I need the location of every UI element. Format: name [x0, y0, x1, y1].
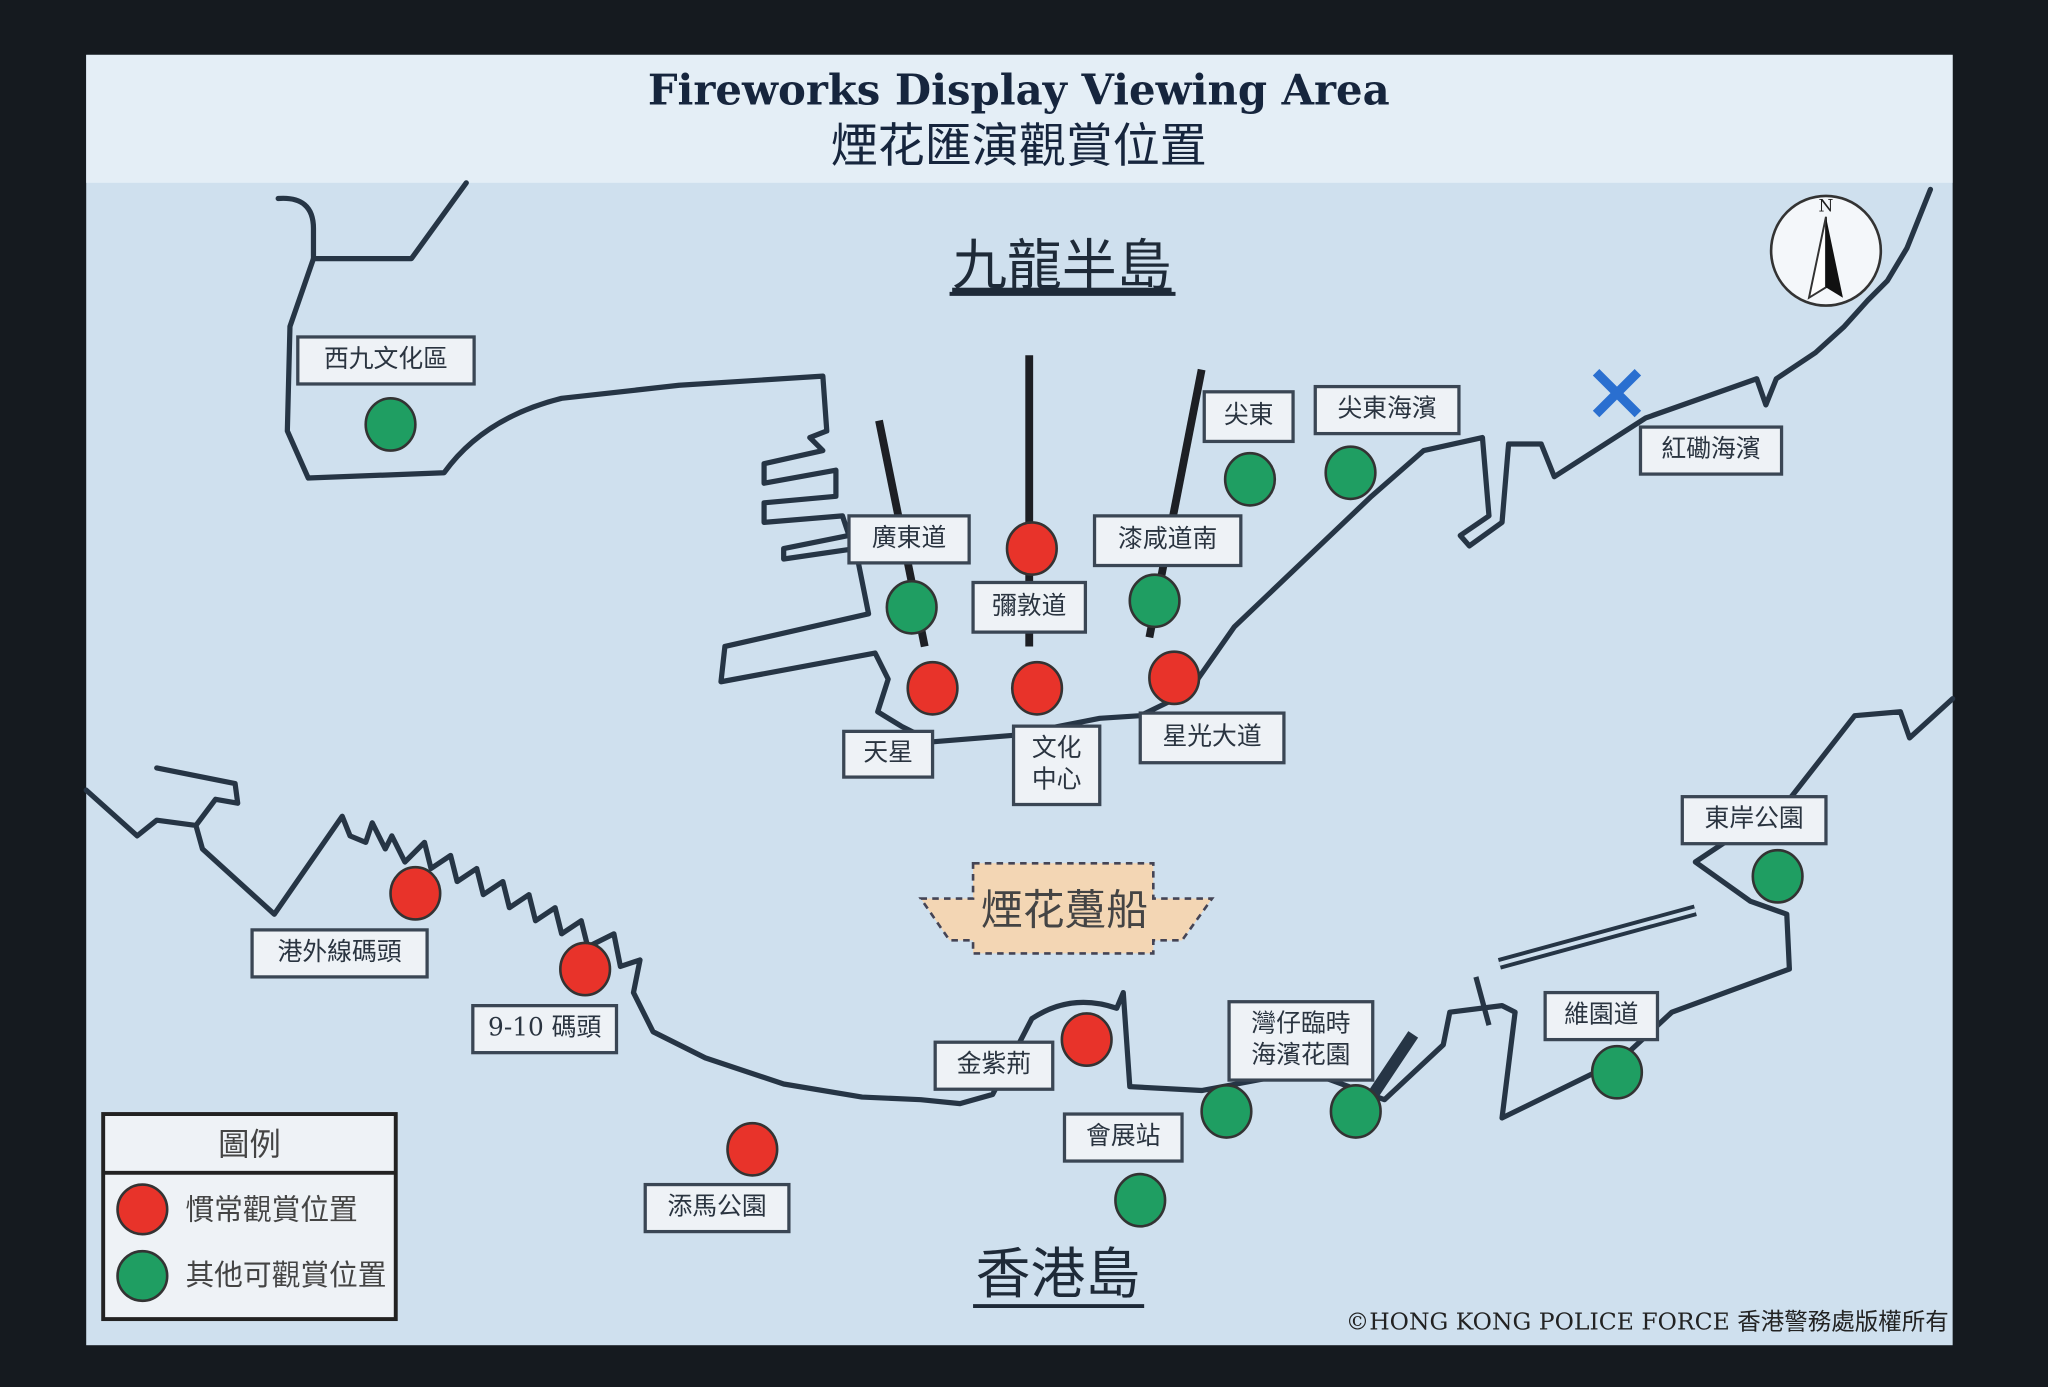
location-name: 會展站	[1086, 1121, 1160, 1150]
label-box	[643, 1182, 791, 1234]
label-box	[1138, 711, 1286, 765]
label-box	[1011, 724, 1102, 807]
other-viewing-marker	[1128, 573, 1181, 629]
title-band	[86, 54, 1953, 183]
location-label: 西九文化區	[296, 335, 476, 386]
label-box	[842, 729, 935, 779]
location-label: 星光大道	[1138, 711, 1286, 765]
other-viewing-marker	[1590, 1044, 1644, 1100]
pier	[1473, 976, 1492, 1026]
customary-viewing-marker	[906, 660, 959, 716]
label-box	[847, 514, 971, 565]
other-viewing-marker	[1200, 1084, 1253, 1139]
other-viewing-marker	[1329, 1084, 1382, 1139]
region-kowloon: 九龍半島	[952, 234, 1171, 298]
customary-viewing-marker	[389, 865, 442, 921]
label-box	[1543, 990, 1660, 1042]
customary-viewing-marker	[726, 1121, 779, 1177]
title-en: Fireworks Display Viewing Area	[648, 65, 1390, 114]
legend-customary-label: 慣常觀賞位置	[185, 1192, 357, 1226]
label-box	[1680, 795, 1828, 846]
hk-island-coastline	[83, 696, 1956, 1121]
label-box	[1227, 1000, 1375, 1082]
location-label: 金紫荊	[933, 1040, 1055, 1091]
location-name: 廣東道	[872, 523, 946, 552]
label-box	[250, 928, 429, 979]
kowloon-coastline-main	[284, 186, 1934, 745]
other-viewing-marker	[1324, 445, 1377, 501]
location-name: 金紫荊	[957, 1049, 1031, 1078]
location-name: 中心	[1032, 765, 1082, 794]
location-name: 尖東	[1224, 400, 1274, 429]
location-name: 維園道	[1564, 1000, 1638, 1029]
kowloon-coastline	[275, 180, 469, 262]
customary-viewing-marker	[1148, 650, 1201, 706]
other-viewing-marker	[364, 397, 417, 452]
customary-viewing-marker	[1060, 1012, 1113, 1068]
other-viewing-marker	[1223, 451, 1277, 507]
location-name: 紅磡海濱	[1661, 434, 1760, 463]
label-box	[933, 1040, 1055, 1091]
location-name: 西九文化區	[324, 344, 448, 373]
fireworks-barge: 煙花躉船	[918, 861, 1215, 955]
location-name: 9-10 碼頭	[488, 1013, 601, 1042]
location-name: 東岸公園	[1705, 804, 1804, 833]
location-label: 會展站	[1062, 1112, 1184, 1163]
location-label: 彌敦道	[971, 580, 1088, 634]
x-mark-icon	[1592, 368, 1642, 418]
location-label: 尖東	[1202, 390, 1295, 444]
title-zh: 煙花匯演觀賞位置	[831, 119, 1207, 174]
legend-red-marker	[116, 1183, 169, 1236]
pier	[1366, 1031, 1419, 1101]
other-viewing-marker	[1751, 848, 1804, 904]
location-label: 尖東海濱	[1313, 384, 1461, 436]
legend-title: 圖例	[218, 1127, 281, 1163]
label-box	[1202, 390, 1295, 444]
label-box	[296, 335, 476, 386]
location-label: 天星	[842, 729, 935, 779]
compass-icon: N	[1769, 194, 1883, 307]
barge-label: 煙花躉船	[981, 886, 1148, 935]
label-box	[1062, 1112, 1184, 1163]
location-name: 尖東海濱	[1337, 394, 1436, 423]
label-box	[971, 580, 1088, 634]
location-name: 灣仔臨時	[1251, 1009, 1350, 1038]
legend-other-label: 其他可觀賞位置	[185, 1258, 386, 1292]
other-viewing-marker	[1114, 1172, 1167, 1228]
label-box	[1092, 514, 1243, 568]
compass-north-label: N	[1819, 197, 1834, 217]
other-viewing-marker	[885, 579, 938, 635]
label-box	[1313, 384, 1461, 436]
location-label: 廣東道	[847, 514, 971, 565]
location-name: 星光大道	[1162, 721, 1261, 750]
copyright: ©HONG KONG POLICE FORCE 香港警務處版權所有	[1346, 1308, 1949, 1336]
location-name: 文化	[1032, 733, 1082, 762]
customary-viewing-marker	[1010, 660, 1064, 716]
location-label: 添馬公園	[643, 1182, 791, 1234]
customary-viewing-marker	[559, 941, 612, 997]
region-hk-island: 香港島	[976, 1242, 1141, 1306]
location-name: 彌敦道	[992, 591, 1066, 620]
location-name: 天星	[863, 738, 913, 767]
legend-green-marker	[116, 1249, 169, 1303]
location-label: 東岸公園	[1680, 795, 1828, 846]
location-name: 海濱花園	[1251, 1040, 1350, 1069]
customary-viewing-marker	[1005, 521, 1058, 576]
legend: 圖例 慣常觀賞位置 其他可觀賞位置	[101, 1112, 398, 1322]
location-label: 紅磡海濱	[1638, 425, 1784, 476]
location-name: 漆咸道南	[1118, 524, 1217, 553]
location-label: 漆咸道南	[1092, 514, 1243, 568]
location-name: 港外線碼頭	[278, 937, 402, 966]
label-box	[1638, 425, 1784, 476]
label-box	[471, 1004, 619, 1055]
location-label: 維園道	[1543, 990, 1660, 1042]
location-label: 港外線碼頭	[250, 928, 429, 979]
location-name: 添馬公園	[667, 1192, 766, 1221]
location-label: 9-10 碼頭	[471, 1004, 619, 1055]
